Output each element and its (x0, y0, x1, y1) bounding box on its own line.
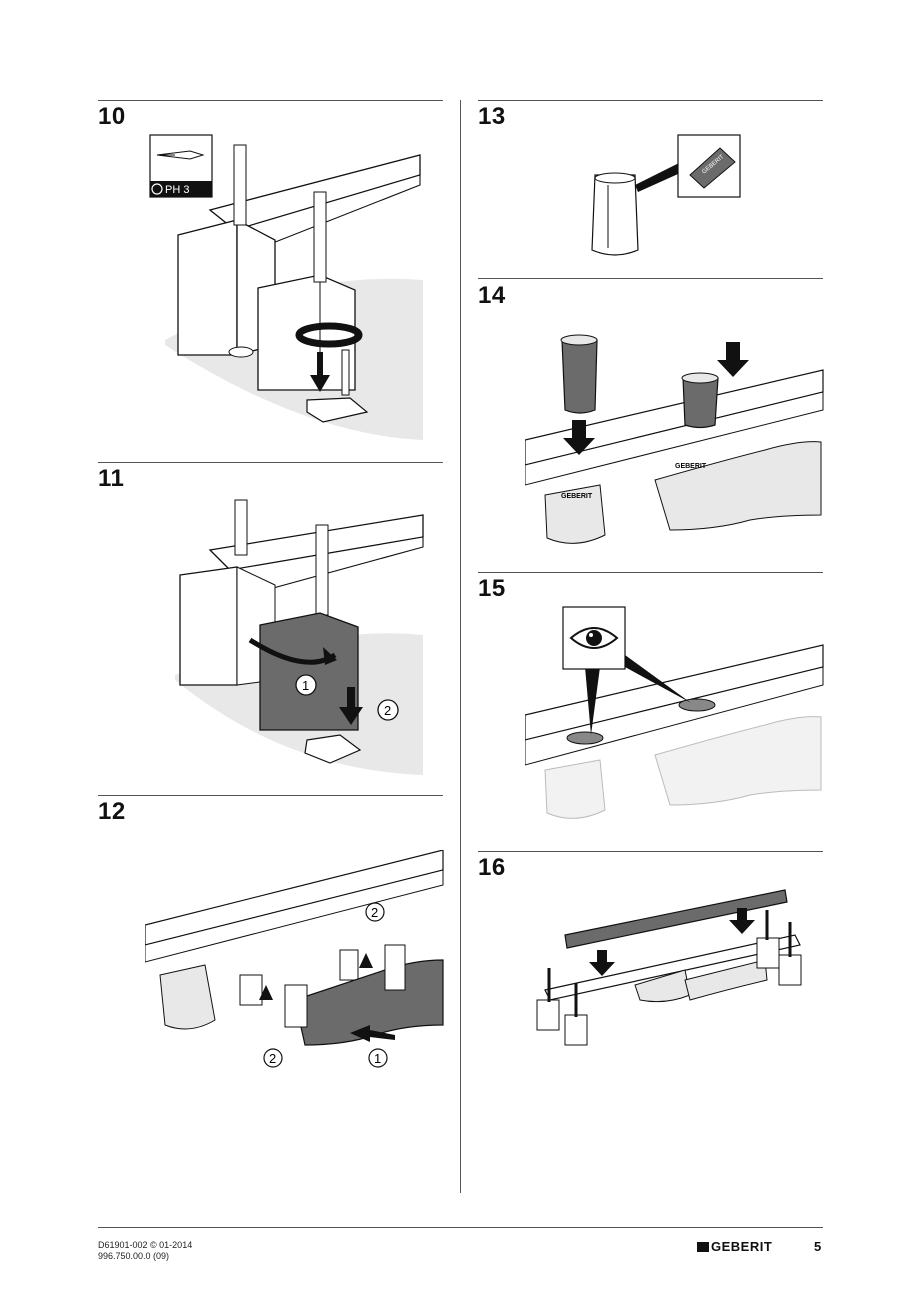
svg-text:GEBERIT: GEBERIT (675, 463, 707, 470)
callout-2 (377, 699, 399, 721)
callout-2b (263, 1048, 283, 1068)
geberit-tag-icon: GEBERIT (677, 134, 741, 198)
step-11-illustration: 1 2 (175, 499, 424, 775)
geberit-logo: GEBERIT (697, 1239, 772, 1254)
step-number-11: 11 (98, 465, 125, 492)
svg-text:2: 2 (371, 905, 378, 920)
step-13-illustration: GEBERIT (591, 134, 741, 256)
footer-rule (98, 1227, 823, 1228)
column-divider (460, 100, 461, 1193)
brand-name: GEBERIT (711, 1239, 773, 1254)
callout-1 (295, 674, 317, 696)
step-number-13: 13 (478, 103, 506, 130)
rule-step-12 (98, 795, 443, 796)
step-number-14: 14 (478, 282, 506, 309)
rule-step-11 (98, 462, 443, 463)
svg-text:1: 1 (374, 1051, 381, 1066)
svg-text:GEBERIT: GEBERIT (561, 493, 593, 500)
svg-text:2: 2 (384, 703, 391, 718)
step-15-illustration (525, 606, 824, 819)
step-number-16: 16 (478, 854, 506, 881)
svg-text:1: 1 (302, 678, 309, 693)
step-12-illustration: 2 2 1 (145, 850, 444, 1068)
callout-1 (368, 1048, 388, 1068)
eye-icon (562, 606, 626, 670)
svg-text:2: 2 (269, 1051, 276, 1066)
rule-step-14 (478, 278, 823, 279)
tool-label: PH 3 (165, 184, 189, 196)
page-number: 5 (814, 1239, 822, 1254)
rule-step-16 (478, 851, 823, 852)
step-number-12: 12 (98, 798, 126, 825)
cross-head-icon (151, 183, 163, 195)
rule-step-15 (478, 572, 823, 573)
screwdriver-bit-icon (149, 134, 213, 198)
step-number-15: 15 (478, 575, 506, 602)
callout-2a (365, 902, 385, 922)
step-16-illustration (536, 889, 802, 1046)
logo-mark-icon (697, 1241, 709, 1252)
step-14-illustration: GEBERIT GEBERIT (525, 334, 824, 544)
article-code: 996.750.00.0 (09) (98, 1251, 170, 1261)
rule-step-13 (478, 100, 823, 101)
document-code: D61901-002 © 01-2014 (98, 1240, 193, 1250)
step-10-illustration: PH 3 (149, 134, 423, 440)
step-number-10: 10 (98, 103, 126, 130)
rule-step-10 (98, 100, 443, 101)
